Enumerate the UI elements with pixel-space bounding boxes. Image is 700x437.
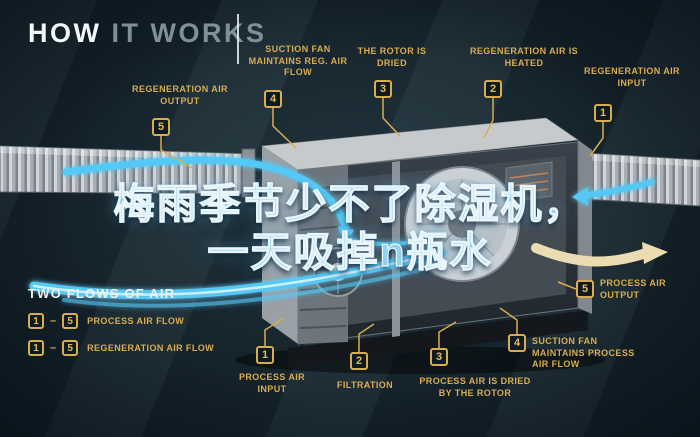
heater-icon: [505, 161, 553, 203]
label-regeneration-air-output: REGENERATION AIR OUTPUT: [132, 84, 228, 106]
legend-row-regeneration: 1 – 5 REGENERATION AIR FLOW: [28, 340, 214, 356]
legend-label-process-air-flow: PROCESS AIR FLOW: [87, 316, 185, 326]
label-suction-fan-reg: SUCTION FAN MAINTAINS REG. AIR FLOW: [248, 44, 348, 78]
label-process-air-output: PROCESS AIR OUTPUT: [600, 278, 667, 300]
interior-divider-panel: [392, 161, 400, 337]
left-duct-icon: [0, 145, 256, 198]
label-process-air-dried: PROCESS AIR IS DRIED BY THE ROTOR: [419, 376, 531, 398]
legend-badge-process-to: 5: [62, 313, 79, 329]
label-regeneration-air-heated: REGENERATION AIR IS HEATED: [469, 46, 579, 68]
label-process-air-input: PROCESS AIR INPUT: [238, 372, 306, 394]
legend-two-flows: TWO FLOWS OF AIR 1 – 5 PROCESS AIR FLOW …: [28, 286, 214, 367]
legend-row-process: 1 – 5 PROCESS AIR FLOW: [28, 313, 214, 329]
page-title: HOW IT WORKS: [28, 18, 267, 49]
step-badge-process-fan: 4: [508, 334, 526, 352]
label-suction-fan-process: SUCTION FAN MAINTAINS PROCESS AIR FLOW: [532, 336, 635, 370]
label-filtration: FILTRATION: [336, 380, 394, 390]
step-badge-filtration: 2: [350, 352, 368, 370]
legend-range-dash: –: [50, 342, 57, 354]
desiccant-rotor-icon: [404, 166, 520, 282]
legend-range-dash: –: [50, 315, 57, 327]
page-title-how: HOW: [28, 18, 102, 48]
step-badge-reg-input: 1: [594, 104, 612, 122]
step-badge-process-dried: 3: [430, 348, 448, 366]
label-rotor-is-dried: THE ROTOR IS DRIED: [357, 46, 427, 68]
step-badge-process-output: 5: [576, 280, 594, 298]
step-badge-rotor-dried: 3: [374, 80, 392, 98]
legend-heading: TWO FLOWS OF AIR: [28, 286, 176, 301]
step-badge-reg-heated: 2: [484, 80, 502, 98]
legend-badge-regeneration-from: 1: [28, 340, 44, 356]
legend-label-regeneration-air-flow: REGENERATION AIR FLOW: [87, 343, 215, 353]
step-badge-reg-fan: 4: [264, 90, 282, 108]
legend-badge-process-from: 1: [28, 313, 44, 329]
step-badge-reg-output: 5: [152, 118, 170, 136]
label-regeneration-air-input: REGENERATION AIR INPUT: [584, 66, 680, 88]
legend-badge-regeneration-to: 5: [62, 340, 79, 356]
dehumidifier-machine: [261, 117, 592, 368]
page-title-it-works: IT WORKS: [111, 18, 267, 48]
title-divider: [237, 14, 239, 64]
step-badge-process-input: 1: [256, 346, 274, 364]
